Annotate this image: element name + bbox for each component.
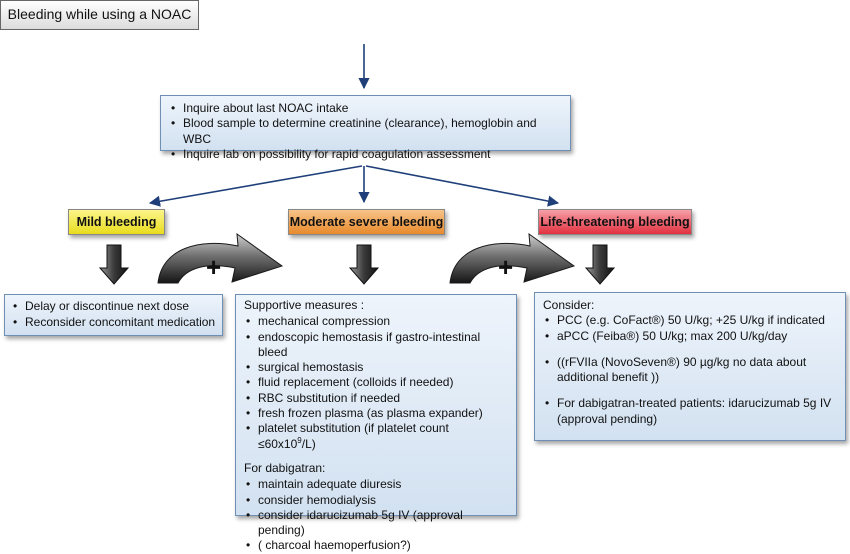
moderate-bleeding-label: Moderate severe bleeding	[288, 209, 445, 235]
curved-arrow-moderate-to-life	[449, 232, 576, 284]
reversal-item: aPCC (Feiba®) 50 U/kg; max 200 U/kg/day	[543, 329, 837, 345]
mild-action-item: Reconsider concomitant medication	[11, 314, 216, 330]
inquire-box: Inquire about last NOAC intake Blood sam…	[160, 95, 571, 162]
dabigatran-heading: For dabigatran:	[244, 460, 326, 475]
supportive-measures-heading: Supportive measures :	[244, 298, 365, 312]
down-arrow-moderate	[348, 244, 380, 285]
dabigatran-item: consider hemodialysis	[244, 493, 508, 509]
supportive-item: endoscopic hemostasis if gastro-intestin…	[244, 330, 508, 361]
inquire-item: Inquire about last NOAC intake	[169, 101, 562, 117]
mild-bleeding-label: Mild bleeding	[68, 209, 165, 235]
mild-actions-box: Delay or discontinue next dose Reconside…	[4, 294, 223, 336]
supportive-item-platelet: platelet substitution (if platelet count…	[244, 421, 508, 452]
title-box: Bleeding while using a NOAC	[0, 0, 199, 30]
arrow-to-mild	[148, 165, 363, 207]
dabigatran-item: ( charcoal haemoperfusion?)	[244, 538, 508, 554]
supportive-item: fresh frozen plasma (as plasma expander)	[244, 406, 508, 422]
platelet-text: platelet substitution (if platelet count…	[258, 421, 449, 451]
dabigatran-item: maintain adequate diuresis	[244, 477, 508, 493]
down-arrow-mild	[98, 244, 130, 285]
arrow-to-life	[365, 165, 560, 207]
flow-connectors	[98, 44, 616, 285]
supportive-item: RBC substitution if needed	[244, 391, 508, 407]
down-arrow-life	[584, 244, 616, 285]
life-threatening-bleeding-label: Life-threatening bleeding	[538, 209, 692, 235]
inquire-item: Inquire lab on possibility for rapid coa…	[169, 147, 562, 163]
rfviia-item: ((rFVIIa (NovoSeven®) 90 µg/kg no data a…	[543, 355, 837, 386]
life-threatening-actions-box: Consider: PCC (e.g. CoFact®) 50 U/kg; +2…	[534, 292, 846, 441]
supportive-item: fluid replacement (colloids if needed)	[244, 375, 508, 391]
inquire-item: Blood sample to determine creatinine (cl…	[169, 116, 562, 147]
supportive-item: surgical hemostasis	[244, 360, 508, 376]
curved-arrow-mild-to-moderate	[157, 232, 284, 284]
plus-sign-right: +	[498, 252, 514, 282]
mild-action-item: Delay or discontinue next dose	[11, 298, 216, 314]
idarucizumab-item: For dabigatran-treated patients: idaruci…	[543, 396, 837, 427]
dabigatran-item: consider idarucizumab 5g IV (approval pe…	[244, 508, 508, 539]
platelet-unit: /L)	[301, 436, 316, 451]
supportive-item: mechanical compression	[244, 314, 508, 330]
plus-sign-left: +	[206, 252, 222, 282]
platelet-exponent: 9	[297, 435, 302, 445]
consider-heading: Consider:	[543, 298, 595, 312]
reversal-item: PCC (e.g. CoFact®) 50 U/kg; +25 U/kg if …	[543, 313, 837, 329]
moderate-actions-box: Supportive measures : mechanical compres…	[235, 294, 517, 554]
